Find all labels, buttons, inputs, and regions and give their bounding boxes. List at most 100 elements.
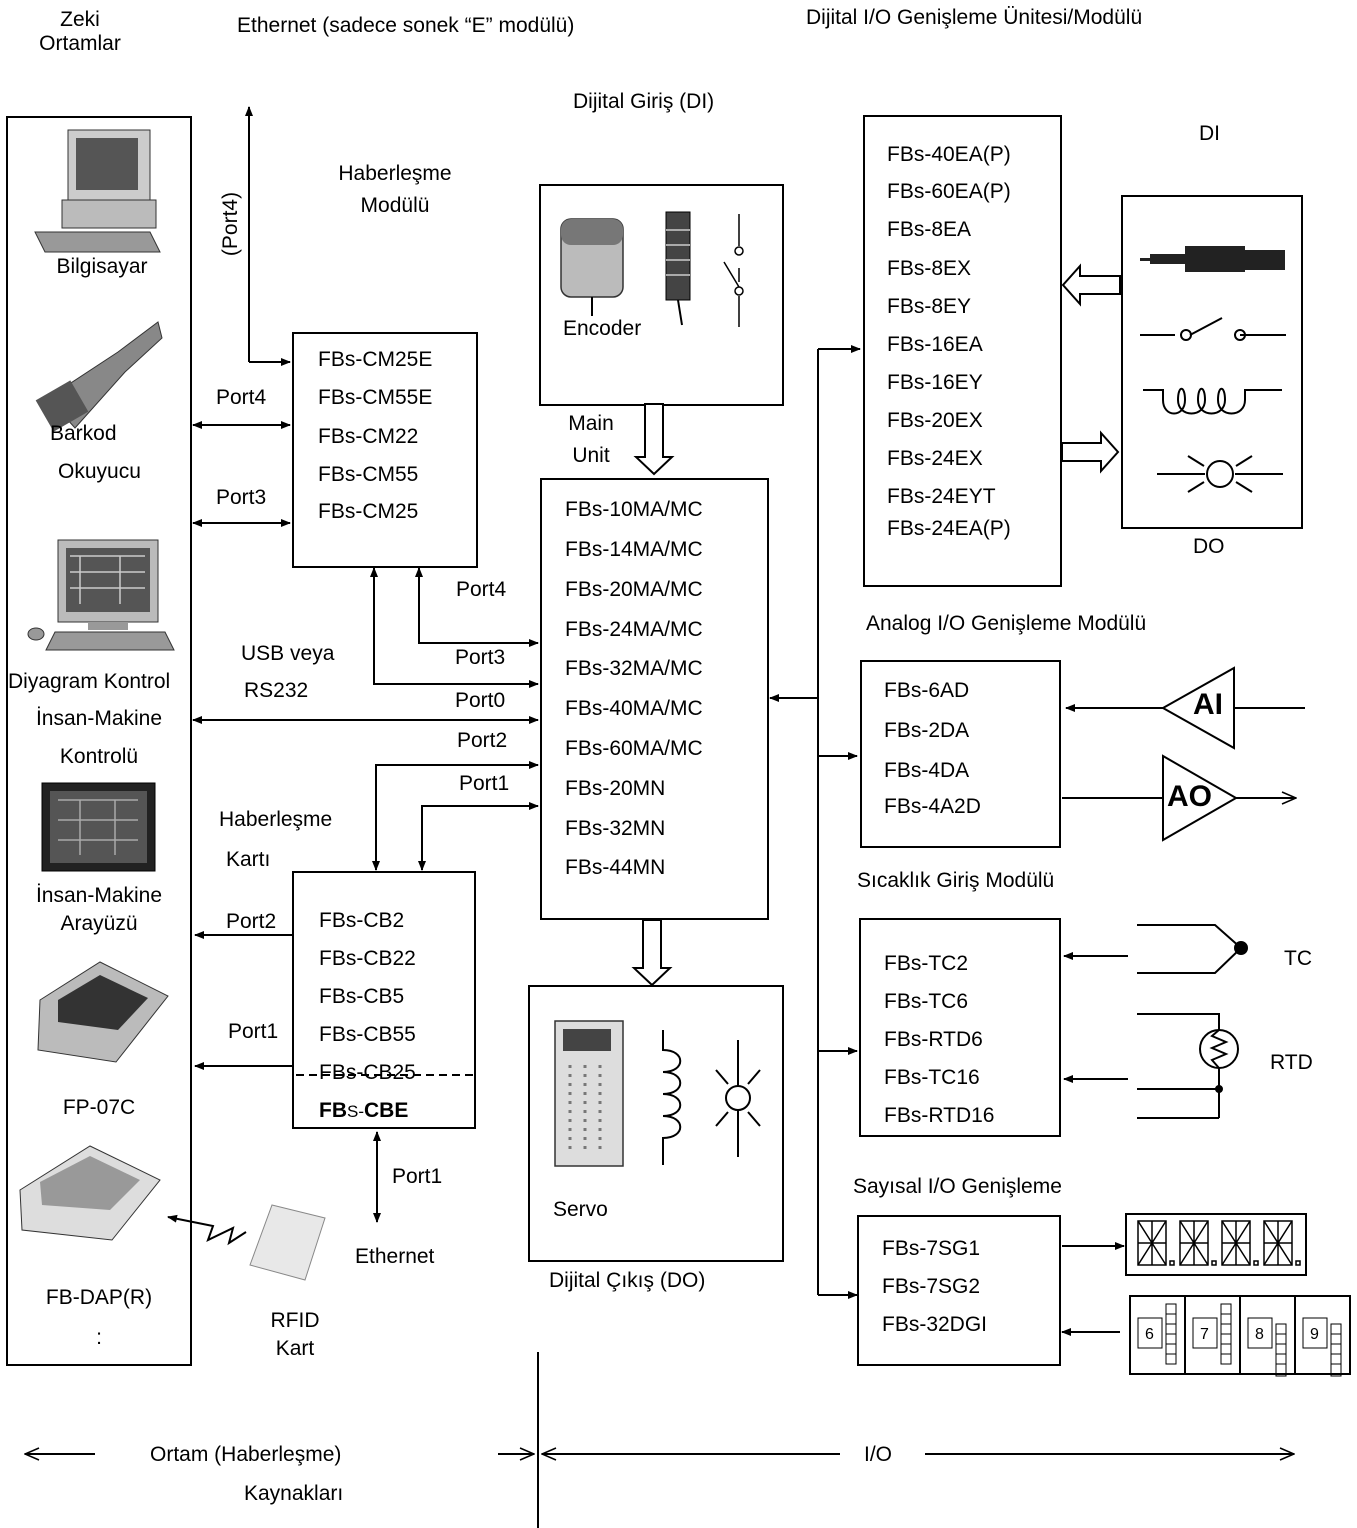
main-unit-item: FBs-10MA/MC: [565, 498, 703, 521]
ao-label: AO: [1167, 780, 1212, 813]
footer-resources-2: Kaynakları: [244, 1482, 344, 1505]
tc-label: TC: [1284, 947, 1312, 970]
hmi-panel-icon: [41, 782, 156, 872]
numeric-item: FBs-7SG1: [882, 1237, 981, 1260]
hmi-control-label-1: İnsan-Makine: [35, 707, 163, 730]
comm-card-cbe: FBS-CBE: [319, 1099, 408, 1123]
comm-module-item: FBs-CM55E: [318, 386, 433, 409]
usb-label-2: RS232: [244, 679, 309, 702]
servo-coil-icon: [662, 1030, 682, 1165]
numeric-title: Sayısal I/O Genişleme: [853, 1175, 1062, 1198]
thumbwheel-digit: 7: [1200, 1326, 1209, 1343]
fbdap-label: FB-DAP(R): [45, 1286, 153, 1309]
port2-main-label: Port2: [457, 729, 508, 752]
numeric-box: FBs-7SG1 FBs-7SG2 FBs-32DGI: [857, 1215, 1061, 1366]
comm-card-title-1: Haberleşme: [219, 808, 333, 831]
computer-icon: [34, 129, 161, 253]
comm-module-item: FBs-CM25E: [318, 348, 433, 371]
comm-card-item: FBs-CB55: [319, 1023, 416, 1046]
port1-main-label: Port1: [459, 772, 510, 795]
footer-io: I/O: [864, 1443, 893, 1466]
dio-exp-title: Dijital I/O Genişleme Ünitesi/Modülü: [806, 6, 1143, 29]
rfid-label: RFID Kart: [255, 1309, 335, 1361]
thumbwheel-digit: 9: [1310, 1326, 1319, 1343]
hmi-interface-label-1: İnsan-Makine: [35, 884, 163, 907]
temp-title: Sıcaklık Giriş Modülü: [857, 869, 1055, 892]
numeric-item: FBs-7SG2: [882, 1275, 981, 1298]
dio-exp-item: FBs-24EX: [887, 447, 983, 470]
main-unit-item: FBs-14MA/MC: [565, 538, 703, 561]
dio-exp-item: FBs-20EX: [887, 409, 983, 432]
main-unit-item: FBs-20MN: [565, 777, 666, 800]
ai-label: AI: [1193, 688, 1223, 721]
comm-card-item: FBs-CB25: [319, 1061, 416, 1084]
ladder-pc-icon: [27, 539, 175, 651]
analog-item: FBs-4A2D: [884, 795, 981, 818]
temp-box: FBs-TC2 FBs-TC6 FBs-RTD6 FBs-TC16 FBs-RT…: [859, 918, 1061, 1137]
port0-main-label: Port0: [455, 689, 506, 712]
main-unit-caption-1: Main: [568, 412, 614, 435]
fp07c-icon: [37, 961, 169, 1063]
thumbwheel-ladders: [1137, 1303, 1342, 1377]
main-unit-item: FBs-32MA/MC: [565, 657, 703, 680]
di-hollow-arrow: [1061, 263, 1121, 307]
hmi-control-label-2: Kontrolü: [59, 745, 139, 768]
main-unit-item: FBs-24MA/MC: [565, 618, 703, 641]
ao-triangle: [1162, 754, 1239, 842]
fp07c-label: FP-07C: [62, 1096, 136, 1119]
smart-env-line-1: Zeki: [60, 8, 100, 31]
fbdap-icon: [19, 1145, 161, 1241]
thumbwheel-digit: 6: [1145, 1326, 1154, 1343]
dio-exp-item: FBs-8EY: [887, 295, 972, 318]
barcode-scanner-icon: [35, 321, 163, 432]
encoder-icon: [560, 218, 624, 316]
coil-symbol: [1143, 387, 1282, 415]
switch-symbol: [1140, 317, 1286, 336]
do-hollow-arrow: [1061, 430, 1120, 474]
cbe-prefix: FB: [319, 1099, 347, 1122]
rfid-card-icon: [249, 1204, 326, 1281]
nc-switch-icon: [723, 214, 744, 327]
comm-module-title: Haberleşme Modülü: [320, 162, 470, 218]
temp-item: FBs-TC16: [884, 1066, 980, 1089]
temp-item: FBs-RTD6: [884, 1028, 983, 1051]
dio-exp-item: FBs-40EA(P): [887, 143, 1011, 166]
main-unit-item: FBs-44MN: [565, 856, 666, 879]
main-unit-box: FBs-10MA/MC FBs-14MA/MC FBs-20MA/MC FBs-…: [540, 478, 769, 920]
analog-box: FBs-6AD FBs-2DA FBs-4DA FBs-4A2D: [860, 660, 1061, 848]
dio-exp-box: FBs-40EA(P) FBs-60EA(P) FBs-8EA FBs-8EX …: [863, 115, 1062, 587]
port3-main-label: Port3: [455, 646, 506, 669]
main-unit-item: FBs-40MA/MC: [565, 697, 703, 720]
comm-module-item: FBs-CM55: [318, 463, 419, 486]
dio-exp-item: FBs-24EA(P): [887, 517, 1011, 540]
port4-main-label: Port4: [456, 578, 507, 601]
port2-main-line: [372, 761, 539, 871]
ladder-label: Diyagram Kontrol: [8, 670, 171, 693]
smart-env-label: Zeki Ortamlar: [30, 8, 130, 56]
numeric-item: FBs-32DGI: [882, 1313, 988, 1336]
footer-resources-1: Ortam (Haberleşme): [150, 1443, 342, 1466]
port1-main-line: [418, 802, 539, 871]
dio-side-box: [1121, 195, 1303, 529]
port1-eth-label: Port1: [392, 1165, 443, 1188]
comm-module-title-line-2: Modülü: [360, 194, 430, 217]
comm-card-item: FBs-CB22: [319, 947, 416, 970]
comm-card-box: FBs-CB2 FBs-CB22 FBs-CB5 FBs-CB55 FBs-CB…: [292, 871, 476, 1129]
seven-seg-glyphs: [1137, 1220, 1301, 1266]
port2-card-label: Port2: [226, 910, 277, 933]
servo-lamp-icon: [715, 1040, 761, 1157]
dio-exp-item: FBs-24EYT: [887, 485, 996, 508]
comm-card-item: FBs-CB5: [319, 985, 405, 1008]
barcode-label-1: Barkod: [50, 422, 117, 445]
7seg-display: [1125, 1213, 1307, 1276]
temp-item: FBs-RTD16: [884, 1104, 995, 1127]
comm-card-item: FBs-CB2: [319, 909, 405, 932]
rtd-symbol: [1137, 1013, 1220, 1119]
comm-module-box: FBs-CM25E FBs-CM55E FBs-CM22 FBs-CM55 FB…: [292, 332, 478, 568]
rfid-label-1: RFID: [270, 1309, 320, 1332]
servo-box: [528, 985, 784, 1262]
port1-card-label: Port1: [228, 1020, 279, 1043]
main-unit-item: FBs-20MA/MC: [565, 578, 703, 601]
thumbwheel-digit: 8: [1255, 1326, 1264, 1343]
comm-card-title-2: Kartı: [226, 848, 271, 871]
